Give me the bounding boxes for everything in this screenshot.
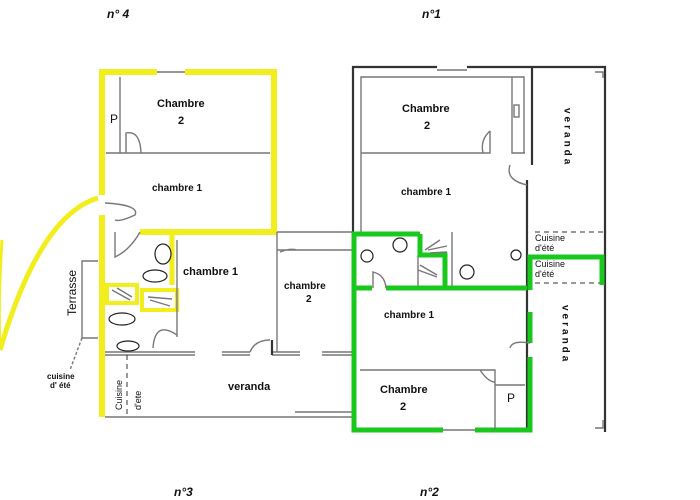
sink-icon (360, 249, 374, 263)
room-label: Chambre (157, 98, 205, 110)
room-label: d' été (50, 381, 71, 390)
room-label: d'été (535, 243, 554, 253)
room-label: chambre 1 (152, 183, 202, 194)
unit-n4-walls (0, 69, 277, 417)
room-label-terrasse: Terrasse (65, 270, 79, 316)
room-label: cuisine (47, 372, 75, 381)
toilet-icon (459, 264, 475, 280)
room-label-veranda: veranda (560, 305, 571, 364)
room-label: Cuisine (535, 259, 565, 269)
room-label: Cuisine (114, 380, 124, 410)
unit-label-n3: n°3 (174, 485, 193, 499)
room-label: chambre 1 (183, 266, 238, 278)
room-label: 2 (424, 120, 430, 132)
room-label: d'été (535, 269, 554, 279)
room-label: veranda (228, 381, 271, 393)
unit-n1-walls (351, 65, 607, 432)
room-label: Chambre (380, 384, 428, 396)
unit-n2-walls (351, 231, 605, 433)
room-label: chambre (284, 281, 326, 292)
shower-icon (424, 239, 448, 254)
closet-label: P (110, 112, 118, 126)
bathroom-fixtures (360, 237, 522, 280)
room-label: 2 (400, 401, 406, 413)
room-label: Cuisine (535, 233, 565, 243)
shower-icon (417, 264, 438, 278)
toilet-icon (142, 269, 168, 283)
room-label: Chambre (402, 103, 450, 115)
sink-icon (510, 249, 522, 261)
room-label: 2 (306, 294, 312, 305)
unit-label-n2: n°2 (420, 485, 439, 499)
unit-n3-walls (69, 231, 352, 418)
room-label: 2 (178, 115, 184, 127)
toilet-icon (392, 237, 408, 253)
room-label: chambre 1 (384, 310, 434, 321)
sink-icon (154, 243, 172, 265)
room-label: chambre 1 (401, 187, 451, 198)
closet-label: P (507, 391, 515, 405)
unit-label-n4: n° 4 (107, 7, 129, 21)
shower-icon (111, 287, 173, 307)
unit-label-n1: n°1 (422, 7, 441, 21)
room-label-veranda: veranda (562, 108, 573, 167)
room-label: d'ete (133, 391, 143, 410)
toilet-icon (108, 312, 136, 326)
sink-icon (116, 340, 140, 352)
